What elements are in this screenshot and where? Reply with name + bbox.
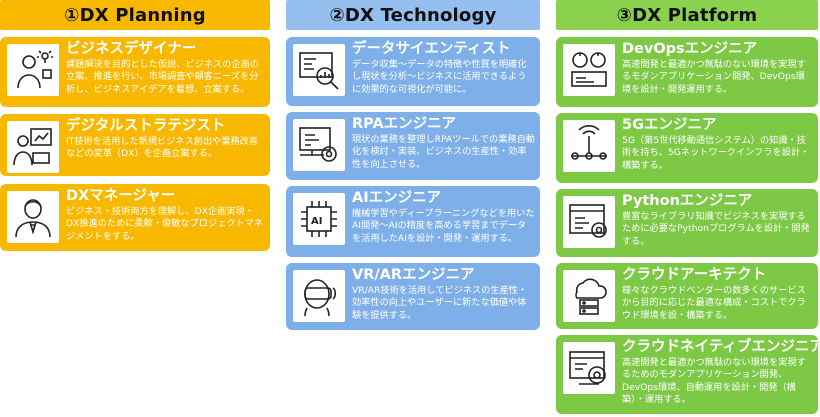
role-card-vr-ar-engineer[interactable]: VR/ARエンジニア VR/AR技術を活用してビジネスの生産性・効率性の向上やユ… (286, 263, 540, 330)
role-title: Pythonエンジニア (622, 193, 753, 209)
column-header: ②DX Technology (286, 0, 540, 30)
role-card-5g-engineer[interactable]: 5Gエンジニア 5G（第5世代移動通信システム）の知識・技術を持ち、5Gネットワ… (556, 113, 818, 183)
column-dx-technology: ②DX Technology データサイエンティスト データ収集～データの特徴や… (286, 0, 540, 330)
rpa-icon (293, 119, 345, 171)
role-description: IT技術を活用した新規ビジネス創出や業務改善などの変革（DX）を企画立案する。 (66, 136, 259, 160)
role-card-data-scientist[interactable]: データサイエンティスト データ収集～データの特徴や性質を明確化し現状を分析～ビジ… (286, 37, 540, 106)
role-title: デジタルストラテジスト (66, 118, 226, 134)
role-card-python-engineer[interactable]: Pythonエンジニア 豊富なライブラリ知識でビジネスを実現するために必要なPy… (556, 189, 818, 257)
role-card-business-designer[interactable]: ビジネスデザイナー 課題解決を目的とした仮説、ビジネスの企画の立案、推進を行い、… (0, 37, 270, 107)
data-analysis-icon (293, 44, 345, 96)
role-title: 5Gエンジニア (622, 117, 717, 133)
role-card-cloud-native-engineer[interactable]: クラウドネイティブエンジニア 高速開発と最適かつ無駄のない環境を実現するためのモ… (556, 335, 818, 414)
role-title: クラウドネイティブエンジニア (622, 339, 818, 355)
role-title: ビジネスデザイナー (66, 41, 197, 57)
role-card-cloud-architect[interactable]: クラウドアーキテクト 様々なクラウドベンダーの数多くのサービスから目的に応じた最… (556, 263, 818, 329)
column-header: ①DX Planning (0, 0, 270, 30)
role-description: データ収集～データの特徴や性質を明確化し現状を分析～ビジネスに活用できるように効… (352, 59, 527, 95)
cloud-native-icon (563, 342, 615, 394)
column-dx-planning: ①DX Planning ビジネスデザイナー 課題解決を目的とした仮説、ビジネス… (0, 0, 270, 251)
role-card-rpa-engineer[interactable]: RPAエンジニア 現状の業務を整理しRPAツールでの業務自動化を検討・実装、ビジ… (286, 112, 540, 180)
role-title: VR/ARエンジニア (352, 267, 475, 283)
5g-network-icon (563, 120, 615, 172)
role-description: 豊富なライブラリ知識でビジネスを実現するために必要なPythonプログラムを設計… (622, 211, 810, 247)
role-description: 機械学習やディープラーニングなどを用いたAI開発～AIの精度を高める学習までデー… (352, 208, 535, 244)
manager-icon (7, 191, 59, 243)
svg-text:AI: AI (311, 216, 322, 227)
role-card-digital-strategist[interactable]: デジタルストラテジスト IT技術を活用した新規ビジネス創出や業務改善などの変革（… (0, 114, 270, 176)
role-title: DevOpsエンジニア (622, 41, 758, 57)
strategist-icon (7, 121, 59, 173)
role-description: 5G（第5世代移動通信システム）の知識・技術を持ち、5Gネットワークインフラを設… (622, 135, 810, 171)
column-header: ③DX Platform (556, 0, 818, 30)
role-card-devops-engineer[interactable]: DevOpsエンジニア 高速開発と最適かつ無駄のない環境を実現するモダンアプリケ… (556, 37, 818, 107)
role-description: 様々なクラウドベンダーの数多くのサービスから目的に応じた最適な構成・コストでクラ… (622, 285, 806, 321)
ai-chip-icon: AI (293, 193, 345, 245)
role-description: 高速開発と最適かつ無駄のない環境を実現するためのモダンアプリケーション開発、De… (622, 357, 806, 405)
column-dx-platform: ③DX Platform DevOpsエンジニア 高速開発と最適かつ無駄のない環… (556, 0, 818, 414)
role-title: DXマネージャー (66, 188, 176, 204)
role-description: ビジネス・技術両方を理解し、DX企画実現・DX推進のために柔軟・俊敏なプロジェク… (66, 206, 264, 242)
role-title: データサイエンティスト (352, 41, 511, 57)
designer-icon (7, 44, 59, 96)
devops-icon (563, 44, 615, 96)
role-title: AIエンジニア (352, 190, 442, 206)
role-description: VR/AR技術を活用してビジネスの生産性・効率性の向上やユーザーに新たな価値や体… (352, 285, 528, 321)
role-title: クラウドアーキテクト (622, 267, 767, 283)
python-code-icon (563, 196, 615, 248)
vr-headset-icon (293, 270, 345, 322)
role-card-dx-manager[interactable]: DXマネージャー ビジネス・技術両方を理解し、DX企画実現・DX推進のために柔軟… (0, 184, 270, 251)
cloud-server-icon (563, 270, 615, 322)
role-description: 高速開発と最適かつ無駄のない環境を実現するモダンアプリケーション開発、DevOp… (622, 59, 806, 95)
role-description: 現状の業務を整理しRPAツールでの業務自動化を検討・実装、ビジネスの生産性・効率… (352, 134, 535, 170)
role-title: RPAエンジニア (352, 116, 457, 132)
role-description: 課題解決を目的とした仮説、ビジネスの企画の立案、推進を行い、市場調査や顧客ニーズ… (66, 59, 259, 95)
role-card-ai-engineer[interactable]: AI AIエンジニア 機械学習やディープラーニングなどを用いたAI開発～AIの精… (286, 186, 540, 257)
